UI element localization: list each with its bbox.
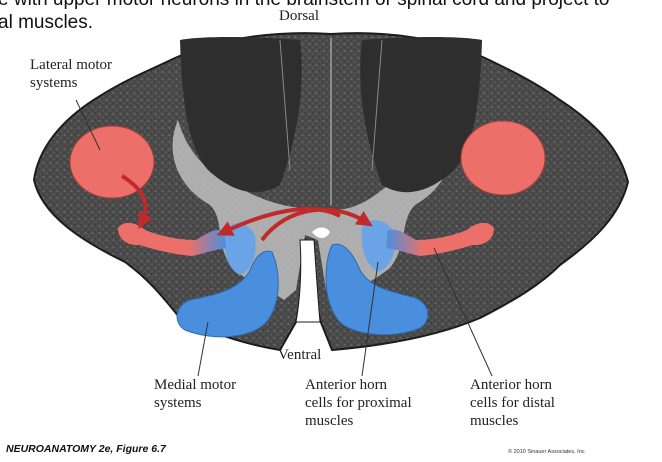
anterior-horn-distal-left — [118, 222, 226, 256]
dorsal-intermediate-septum-right — [371, 39, 383, 171]
lateral-motor-tract-right — [460, 120, 546, 196]
arrow-crossing-to-left — [216, 207, 341, 236]
anterior-horn-proximal-right — [361, 220, 396, 272]
label-dorsal: Dorsal — [279, 8, 319, 24]
label-anterior-horn-proximal: Anterior horn cells for proximal muscles — [305, 377, 412, 429]
leader-anterior-proximal — [361, 261, 379, 377]
dorsal-horn-left — [180, 37, 302, 193]
figure-citation: NEUROANATOMY 2e, Figure 6.7 — [6, 443, 166, 455]
leader-medial-motor — [197, 321, 209, 377]
label-ventral: Ventral — [278, 347, 322, 363]
header-text: e with upper motor neurons in the brains… — [0, 0, 610, 34]
medial-motor-tract-right — [325, 243, 429, 336]
label-medial-motor-systems: Medial motor systems — [154, 377, 237, 411]
anterior-horn-distal-right — [386, 222, 494, 256]
header-line-1: e with upper motor neurons in the brains… — [0, 0, 610, 11]
label-lateral-motor-systems: Lateral motor systems — [30, 57, 113, 91]
copyright-notice: © 2010 Sinauer Associates, Inc. — [508, 449, 587, 455]
label-anterior-horn-distal: Anterior horn cells for distal muscles — [470, 377, 555, 429]
dorsal-intermediate-septum-left — [279, 39, 291, 171]
central-canal — [312, 227, 330, 238]
lateral-motor-tract-left — [69, 125, 155, 199]
ventral-fissure — [295, 239, 321, 323]
arrow-crossing-to-right — [260, 207, 373, 242]
arrow-lateral-to-distal — [120, 174, 153, 230]
medial-motor-tract-left — [176, 250, 279, 338]
leader-anterior-distal — [433, 247, 493, 377]
leader-lateral-motor — [75, 99, 101, 151]
dorsal-horn-right — [360, 37, 482, 193]
anterior-horn-proximal-left — [224, 223, 256, 275]
header-line-2: al muscles. — [0, 12, 94, 33]
